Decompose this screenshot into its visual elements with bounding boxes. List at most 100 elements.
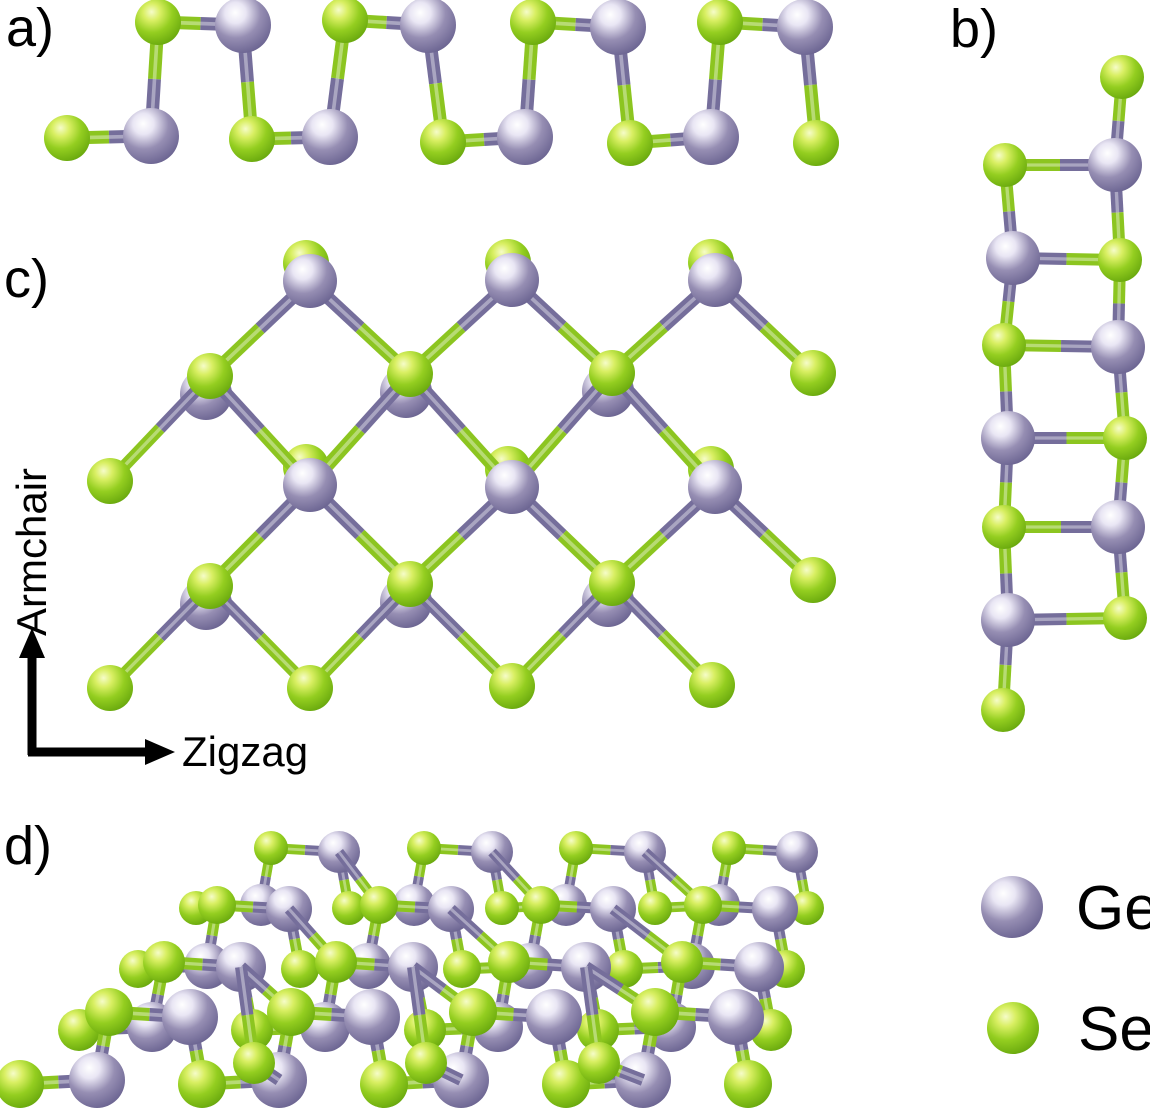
ge-atom	[485, 460, 539, 514]
direction-axes: Armchair Zigzag	[8, 468, 308, 775]
ge-atom	[752, 886, 798, 932]
ge-atom	[283, 254, 337, 308]
bond-segment	[618, 1065, 646, 1086]
se-atom	[407, 831, 441, 865]
se-atom	[522, 886, 560, 924]
bond-segment	[108, 584, 212, 690]
se-atom	[229, 116, 275, 162]
armchair-axis-label: Armchair	[8, 468, 55, 636]
se-atom	[87, 665, 133, 711]
se-atom	[689, 662, 735, 708]
ge-atom	[302, 109, 358, 165]
se-atom	[44, 115, 90, 161]
bond-segment	[335, 848, 363, 882]
ge-atom	[344, 989, 400, 1045]
se-atom	[1100, 55, 1144, 99]
se-atom	[387, 561, 433, 607]
ge-atom	[497, 109, 553, 165]
ge-atom	[1088, 138, 1142, 192]
panel-b-label: b)	[950, 0, 998, 59]
se-atom	[697, 0, 743, 45]
se-atom	[87, 458, 133, 504]
ge-atom	[69, 1052, 125, 1108]
se-atom	[1103, 596, 1147, 640]
bond-segment	[407, 966, 426, 1016]
ge-atom	[215, 0, 271, 53]
ge-atom	[981, 411, 1035, 465]
bond-segment	[108, 374, 212, 483]
se-atom	[0, 1060, 44, 1108]
se-atom	[360, 1060, 408, 1108]
bond-segment	[641, 848, 678, 883]
bond-segment	[447, 904, 484, 940]
se-atom	[638, 891, 672, 925]
se-atom	[510, 0, 556, 45]
se-atom	[287, 665, 333, 711]
se-atom	[405, 1042, 447, 1084]
bond-segment	[440, 1066, 464, 1086]
se-atom	[449, 988, 497, 1036]
se-atom	[198, 886, 236, 924]
ge-atom	[688, 253, 742, 307]
se-atom	[790, 350, 836, 396]
se-atom	[983, 143, 1027, 187]
bond-segment	[609, 904, 651, 940]
ge-atom	[485, 253, 539, 307]
se-atom	[1098, 238, 1142, 282]
ge-atom-legend-icon	[981, 876, 1043, 938]
se-atom	[233, 1042, 275, 1084]
bond-segment	[308, 582, 412, 690]
ge-atom	[400, 0, 456, 53]
se-atom	[178, 1060, 226, 1108]
se-atom	[793, 120, 839, 166]
se-atom	[135, 0, 181, 45]
se-atom	[589, 350, 635, 396]
se-legend-label: Se	[1078, 995, 1150, 1064]
ge-atom	[162, 989, 218, 1045]
se-atom	[982, 323, 1026, 367]
bond-segment	[408, 582, 514, 688]
se-atom	[712, 831, 746, 865]
panel-a-label: a)	[6, 0, 54, 58]
se-atom	[143, 941, 185, 983]
ge-atom	[981, 593, 1035, 647]
se-atom	[254, 831, 288, 865]
se-atom	[488, 941, 530, 983]
ge-atom	[283, 458, 337, 512]
bond-segment	[208, 584, 312, 690]
se-atom	[489, 663, 535, 709]
panel-d-perspective-structure	[0, 831, 824, 1108]
se-atom	[187, 353, 233, 399]
bond-segment	[235, 966, 254, 1016]
se-atom	[982, 505, 1026, 549]
se-atom	[267, 988, 315, 1036]
ge-atom	[526, 989, 582, 1045]
ge-atom	[1091, 500, 1145, 554]
element-legend: Ge Se	[981, 874, 1150, 1064]
bond-segment	[610, 581, 714, 687]
ge-atom	[777, 0, 833, 55]
se-atom	[724, 1060, 772, 1108]
bond-segment	[510, 581, 614, 688]
se-atom	[322, 0, 368, 43]
se-atom	[589, 560, 635, 606]
ge-legend-label: Ge	[1076, 874, 1150, 943]
se-atom	[790, 557, 836, 603]
se-atom	[387, 351, 433, 397]
se-atom	[85, 988, 133, 1036]
se-atom	[281, 950, 319, 988]
ge-atom	[734, 942, 784, 992]
se-atom	[443, 950, 481, 988]
bond-segment	[580, 966, 599, 1016]
se-atom	[607, 120, 653, 166]
se-atom	[542, 1060, 590, 1108]
panel-c-top-view-structure	[87, 239, 836, 711]
se-atom	[420, 119, 466, 165]
se-atom	[631, 988, 679, 1036]
se-atom	[360, 886, 398, 924]
zigzag-axis-label: Zigzag	[182, 728, 308, 775]
ge-atom	[688, 460, 742, 514]
ge-atom	[986, 231, 1040, 285]
